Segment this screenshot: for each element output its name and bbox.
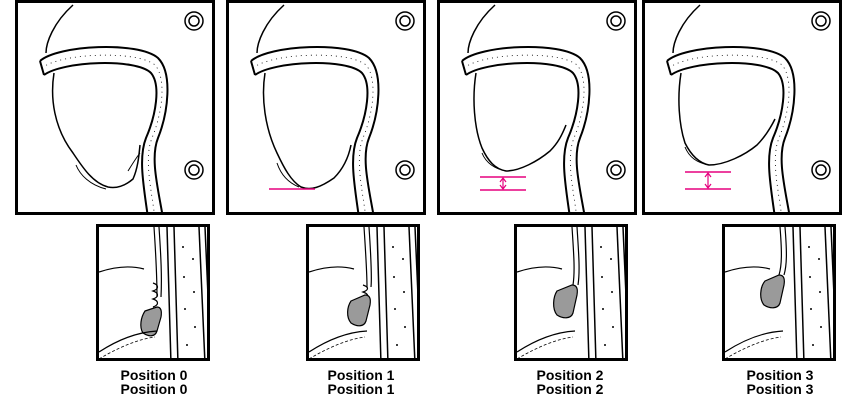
helmet-panel-position-3	[642, 0, 842, 215]
caption-line: Position 3	[720, 368, 840, 382]
screw-icon	[607, 161, 625, 179]
adjuster-pad	[348, 295, 371, 326]
helmet-side-drawing	[645, 3, 842, 215]
adjuster-pad	[761, 275, 785, 308]
screw-icon	[812, 161, 830, 179]
position-caption: Position 0 Position 0	[94, 368, 214, 396]
helmet-side-drawing	[229, 3, 426, 215]
screw-icon	[396, 12, 414, 30]
position-caption: Position 1 Position 1	[301, 368, 421, 396]
position-caption: Position 2 Position 2	[510, 368, 630, 396]
caption-line: Position 3	[720, 382, 840, 396]
screw-icon	[185, 12, 203, 30]
detail-closeup-position-3	[722, 224, 836, 361]
chin-adjuster-closeup	[725, 227, 836, 361]
chin-adjuster-closeup	[517, 227, 628, 361]
helmet-panel-position-2	[437, 0, 637, 215]
detail-closeup-position-1	[306, 224, 420, 361]
caption-line: Position 0	[94, 368, 214, 382]
helmet-side-drawing	[440, 3, 637, 215]
screw-icon	[185, 161, 203, 179]
screw-icon	[812, 12, 830, 30]
gap-arrow-indicator	[480, 177, 526, 190]
caption-line: Position 1	[301, 368, 421, 382]
caption-line: Position 1	[301, 382, 421, 396]
caption-line: Position 0	[94, 382, 214, 396]
adjuster-pad	[554, 285, 578, 318]
chin-adjuster-closeup	[99, 227, 210, 361]
position-caption: Position 3 Position 3	[720, 368, 840, 396]
screw-icon	[396, 161, 414, 179]
caption-line: Position 2	[510, 382, 630, 396]
helmet-panel-position-1	[226, 0, 426, 215]
helmet-panel-position-0	[15, 0, 215, 215]
screw-icon	[607, 12, 625, 30]
detail-closeup-position-0	[96, 224, 210, 361]
helmet-side-drawing	[18, 3, 215, 215]
gap-arrow-indicator	[685, 172, 731, 189]
chin-adjuster-closeup	[309, 227, 420, 361]
caption-line: Position 2	[510, 368, 630, 382]
detail-closeup-position-2	[514, 224, 628, 361]
